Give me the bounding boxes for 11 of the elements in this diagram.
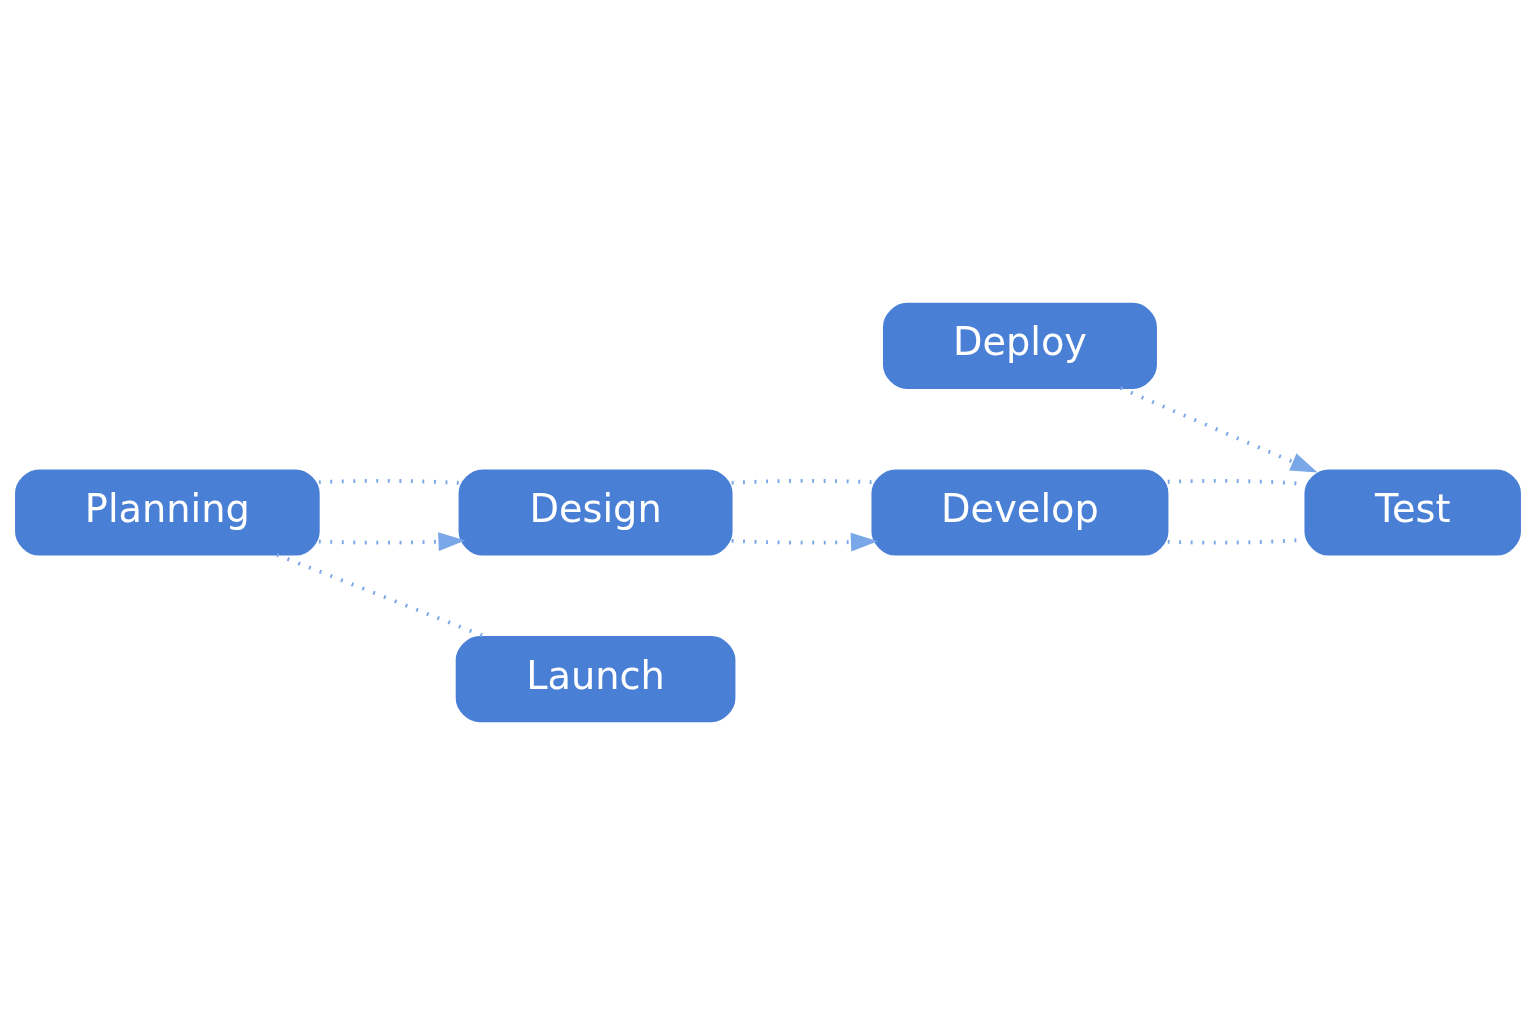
connector [731, 478, 873, 485]
node-box: Planning [15, 468, 320, 556]
node-box: Design [458, 468, 733, 556]
node-box: Test [1304, 468, 1521, 556]
arrow [318, 531, 466, 551]
node-box: Launch [455, 635, 736, 722]
node-box: Develop [871, 468, 1169, 556]
connector [318, 478, 460, 485]
arrow [731, 532, 878, 551]
node-box: Deploy [882, 302, 1157, 389]
arrow [1119, 385, 1318, 473]
